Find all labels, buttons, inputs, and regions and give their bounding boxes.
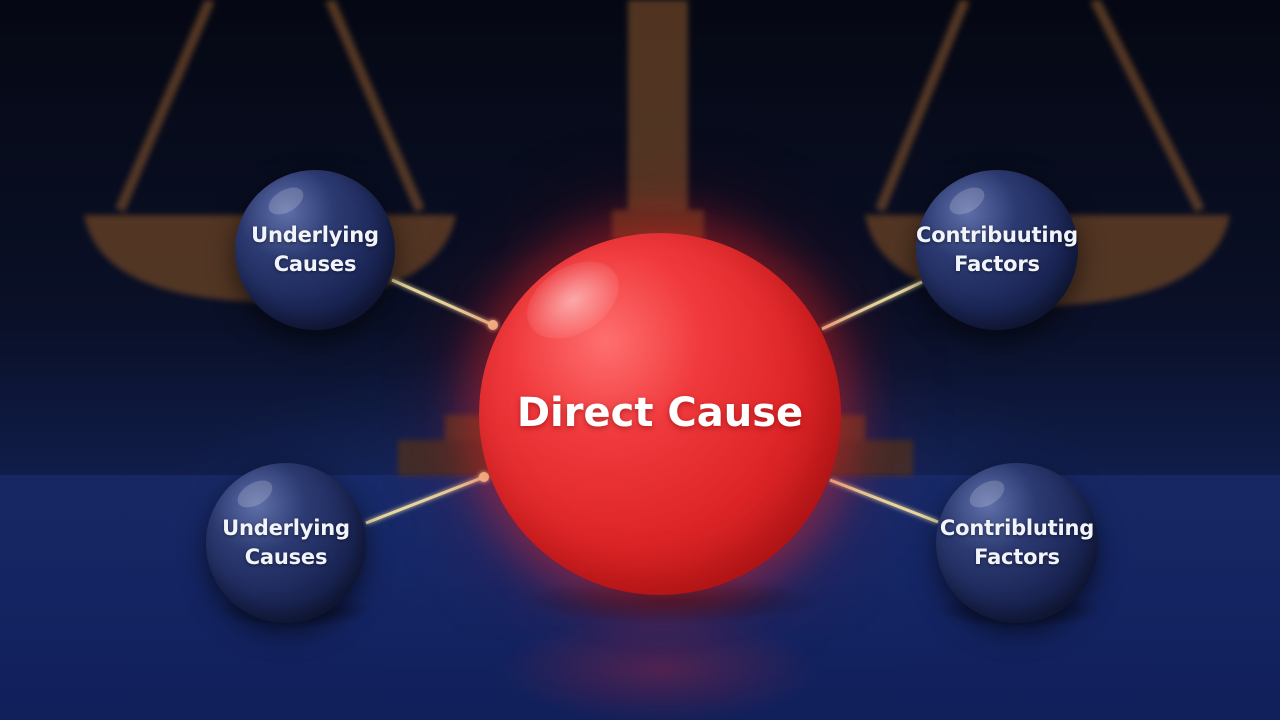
node-bottom-right: Contribluting Factors: [936, 463, 1098, 623]
node-bottom-left: Underlying Causes: [206, 463, 366, 623]
connector-dot: [479, 472, 489, 482]
node-label: Underlying Causes: [251, 223, 379, 276]
sphere-highlight: [233, 474, 277, 514]
connector-bottom-right: [829, 478, 939, 524]
sphere-highlight: [945, 181, 989, 221]
connector-bottom-left: [365, 475, 485, 525]
node-top-right: Contribuuting Factors: [916, 170, 1078, 330]
node-label: Contribluting Factors: [939, 516, 1095, 569]
connector-top-right: [821, 280, 923, 331]
center-label: Direct Cause: [516, 390, 804, 436]
center-reflection: [500, 615, 820, 720]
connector-top-left: [391, 278, 494, 327]
node-label: Contribuuting Factors: [916, 223, 1078, 276]
sphere-highlight: [264, 181, 308, 221]
node-top-left: Underlying Causes: [235, 170, 395, 330]
direct-cause-sphere: Direct Cause: [479, 233, 841, 595]
node-label: Underlying Causes: [222, 516, 350, 569]
sphere-highlight: [965, 474, 1009, 514]
connector-dot: [488, 320, 498, 330]
